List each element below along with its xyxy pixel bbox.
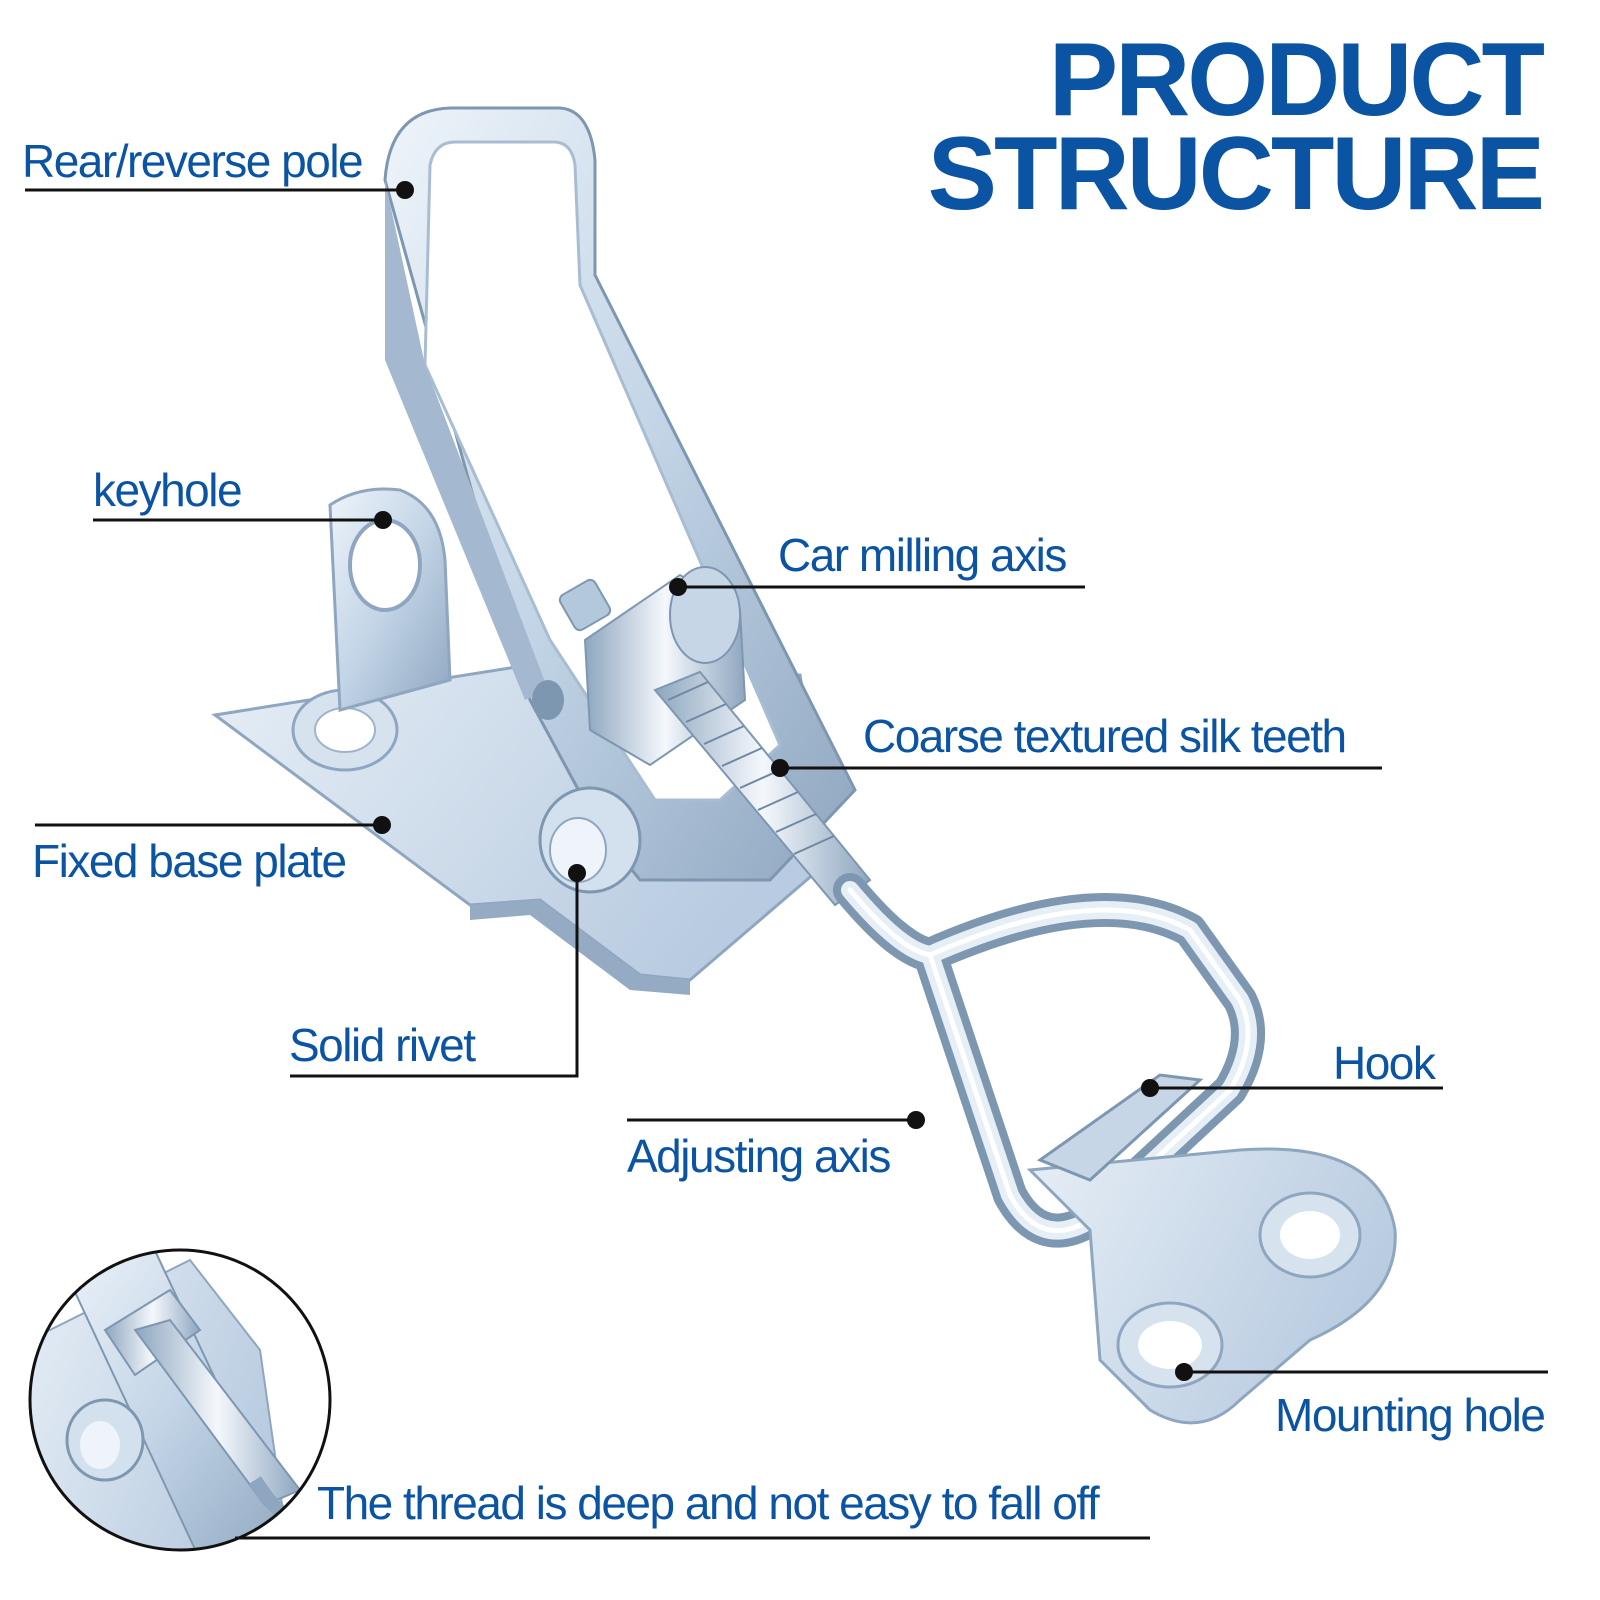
- thread-detail-circle: [28, 1248, 332, 1552]
- hook-mounting-hole-bottom: [1116, 1301, 1224, 1389]
- label-keyhole: keyhole: [93, 464, 243, 516]
- label-fixed-base-plate: Fixed base plate: [32, 835, 347, 887]
- title-line-1: PRODUCT: [1048, 22, 1545, 138]
- label-adjusting-axis: Adjusting axis: [627, 1130, 891, 1182]
- label-rear-reverse-pole: Rear/reverse pole: [22, 135, 364, 187]
- solid-rivet: [532, 680, 642, 894]
- leader-solid-rivet: [290, 873, 579, 1078]
- hook-plate: [1026, 1073, 1397, 1425]
- label-mounting-hole: Mounting hole: [1275, 1389, 1546, 1441]
- threaded-rod: [653, 670, 872, 907]
- title-line-2: STRUCTURE: [927, 116, 1545, 232]
- label-coarse-textured-silk-teeth: Coarse textured silk teeth: [863, 710, 1347, 762]
- label-thread-note: The thread is deep and not easy to fall …: [317, 1477, 1100, 1529]
- label-hook: Hook: [1333, 1037, 1436, 1089]
- leader-lines: [25, 188, 1548, 1540]
- hook-mounting-hole-top: [1258, 1191, 1362, 1279]
- label-car-milling-axis: Car milling axis: [778, 529, 1067, 581]
- keyhole-tab: [328, 487, 452, 712]
- adjusting-axis-wire: [833, 873, 1265, 1248]
- leader-dots: [373, 181, 1193, 1381]
- label-solid-rivet: Solid rivet: [289, 1019, 476, 1071]
- hook-tab: [1036, 1073, 1204, 1182]
